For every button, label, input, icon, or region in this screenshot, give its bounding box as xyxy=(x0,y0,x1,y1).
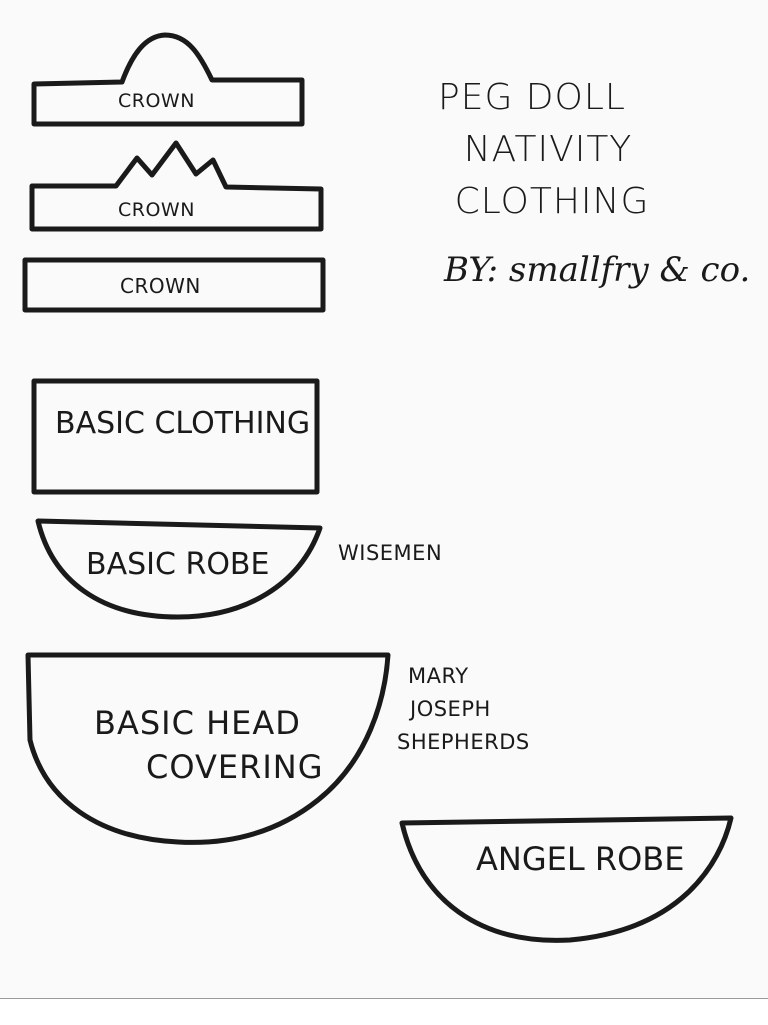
basic-robe-label: BASIC ROBE xyxy=(86,547,270,582)
shepherds-note: SHEPHERDS xyxy=(397,730,530,754)
crown-pointed-outline xyxy=(29,140,324,232)
angel-robe-outline xyxy=(399,815,734,943)
title-line-1: PEG DOLL xyxy=(438,77,626,118)
basic-robe-outline xyxy=(35,518,323,620)
mary-note: MARY xyxy=(408,664,469,688)
angel-robe-label: ANGEL ROBE xyxy=(476,840,685,878)
crown-label-3: CROWN xyxy=(120,274,201,298)
page-bottom-edge xyxy=(0,998,768,1025)
crown-rounded-outline xyxy=(31,32,305,127)
head-covering-label-line2: COVERING xyxy=(146,748,324,786)
title-line-2: NATIVITY xyxy=(463,129,633,170)
wisemen-note: WISEMEN xyxy=(338,541,443,565)
joseph-note: JOSEPH xyxy=(410,697,491,721)
crown-label-1: CROWN xyxy=(118,90,195,112)
crown-flat-outline xyxy=(22,257,326,313)
crown-label-2: CROWN xyxy=(118,199,195,221)
byline: BY: smallfry & co. xyxy=(444,250,751,290)
basic-clothing-outline xyxy=(31,378,320,495)
title-line-3: CLOTHING xyxy=(454,181,650,222)
head-covering-label-line1: BASIC HEAD xyxy=(94,704,301,742)
basic-clothing-label: BASIC CLOTHING xyxy=(55,406,311,441)
head-covering-outline xyxy=(25,652,391,845)
